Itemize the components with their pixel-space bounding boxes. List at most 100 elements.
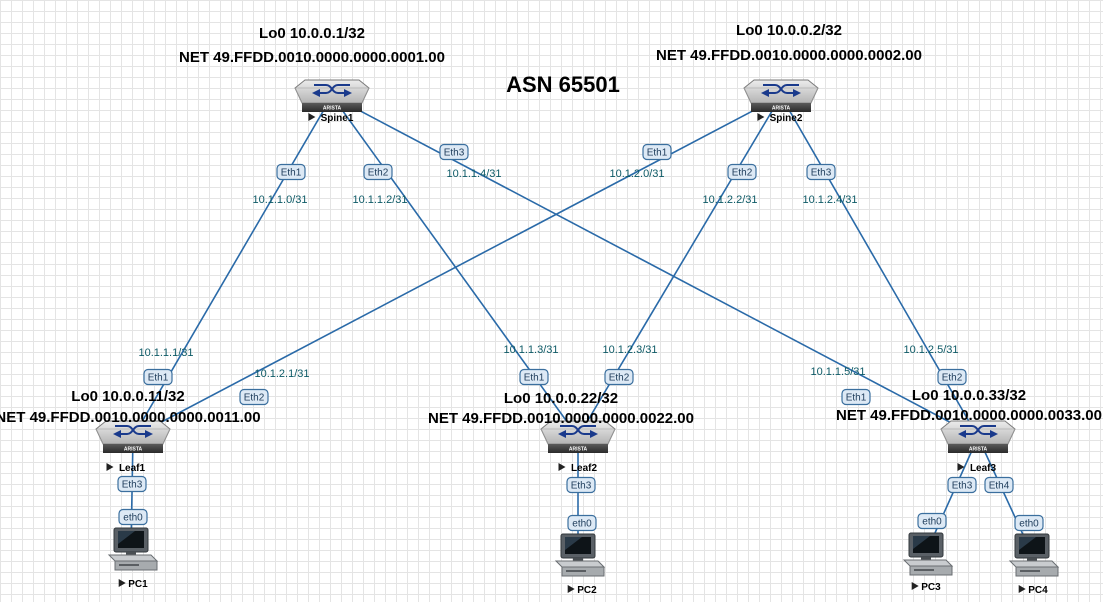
interface-badge	[642, 143, 672, 161]
leaf3-net-label: NET 49.FFDD.0010.0000.0000.0033.00	[836, 407, 1102, 424]
interface-badge	[937, 368, 967, 386]
interface-spine1-eth2[interactable]: Eth2	[363, 163, 393, 181]
pc-icon	[554, 533, 606, 577]
interface-name: Eth2	[368, 168, 389, 179]
interface-name: eth0	[1019, 519, 1039, 530]
spine2-loopback-label: Lo0 10.0.0.2/32	[736, 22, 842, 39]
interface-badge	[276, 163, 306, 181]
play-icon[interactable]	[757, 113, 765, 121]
interface-badge	[566, 476, 596, 494]
leaf1-loopback-label: Lo0 10.0.0.11/32	[71, 388, 184, 405]
interface-badge	[117, 475, 147, 493]
brand-label: ARISTA	[969, 447, 988, 453]
interface-badge	[519, 368, 549, 386]
switch-chassis	[294, 79, 370, 104]
play-icon[interactable]	[911, 582, 919, 590]
interface-leaf2-eth2[interactable]: Eth2	[604, 368, 634, 386]
brand-label: ARISTA	[124, 447, 143, 453]
interface-leaf3-eth1[interactable]: Eth1	[841, 388, 871, 406]
interface-leaf3-eth2[interactable]: Eth2	[937, 368, 967, 386]
pc1-name-label: PC1	[128, 579, 148, 590]
ip-label-leaf2-eth2: 10.1.2.3/31	[602, 344, 657, 356]
device-pc4[interactable]: PC4	[1008, 533, 1060, 596]
ip-label-leaf3-eth1: 10.1.1.5/31	[810, 366, 865, 378]
interface-name: Eth2	[732, 168, 753, 179]
interface-spine2-eth3[interactable]: Eth3	[806, 163, 836, 181]
interface-name: Eth1	[524, 373, 545, 384]
interface-leaf1-eth2[interactable]: Eth2	[239, 388, 269, 406]
device-pc3[interactable]: PC3	[902, 532, 954, 593]
device-pc1[interactable]: PC1	[107, 527, 159, 590]
switch-arrows-icon	[958, 425, 998, 438]
interface-name: eth0	[922, 517, 942, 528]
switch-base	[302, 103, 362, 112]
play-icon[interactable]	[308, 113, 316, 121]
interface-badge	[1014, 514, 1044, 532]
interface-leaf2-eth3[interactable]: Eth3	[566, 476, 596, 494]
interface-leaf1-eth1[interactable]: Eth1	[143, 368, 173, 386]
interface-pc4-eth0[interactable]: eth0	[1014, 514, 1044, 532]
interface-name: eth0	[123, 513, 143, 524]
play-icon[interactable]	[118, 579, 126, 587]
ip-label-leaf1-eth1: 10.1.1.1/31	[138, 347, 193, 359]
play-icon[interactable]	[106, 463, 114, 471]
link-spine1-leaf1[interactable]	[132, 95, 333, 438]
pc-icon	[107, 527, 159, 571]
switch-base	[751, 103, 811, 112]
interface-pc1-eth0[interactable]: eth0	[118, 508, 148, 526]
interface-badge	[239, 388, 269, 406]
interface-name: Eth3	[122, 480, 143, 491]
pc-icon	[1008, 533, 1060, 577]
brand-label: ARISTA	[569, 447, 588, 453]
interface-pc2-eth0[interactable]: eth0	[567, 514, 597, 532]
interface-badge	[118, 508, 148, 526]
switch-arrows-icon	[312, 84, 352, 97]
device-pc2[interactable]: PC2	[554, 533, 606, 596]
interface-spine2-eth1[interactable]: Eth1	[642, 143, 672, 161]
leaf1-name-label: Leaf1	[119, 463, 146, 474]
link-spine2-leaf1[interactable]	[132, 95, 782, 438]
play-icon[interactable]	[957, 463, 965, 471]
ip-label-spine1-eth1: 10.1.1.0/31	[252, 194, 307, 206]
interface-name: Eth1	[281, 168, 302, 179]
interface-spine2-eth2[interactable]: Eth2	[727, 163, 757, 181]
interface-badge	[604, 368, 634, 386]
play-icon[interactable]	[558, 463, 566, 471]
switch-chassis	[743, 79, 819, 104]
link-spine2-leaf2[interactable]	[577, 95, 782, 438]
interface-leaf2-eth1[interactable]: Eth1	[519, 368, 549, 386]
interface-name: Eth2	[942, 373, 963, 384]
interface-spine1-eth1[interactable]: Eth1	[276, 163, 306, 181]
interface-leaf3-eth3[interactable]: Eth3	[947, 476, 977, 494]
spine2-net-label: NET 49.FFDD.0010.0000.0000.0002.00	[656, 47, 922, 64]
asn-label: ASN 65501	[506, 72, 620, 97]
interface-badge	[727, 163, 757, 181]
interface-name: Eth3	[952, 481, 973, 492]
switch-base	[103, 444, 163, 453]
pc-icon	[902, 532, 954, 576]
interface-spine1-eth3[interactable]: Eth3	[439, 143, 469, 161]
interface-leaf1-eth3[interactable]: Eth3	[117, 475, 147, 493]
spine2-name-label: Spine2	[770, 113, 803, 124]
play-icon[interactable]	[567, 585, 575, 593]
interface-name: Eth4	[989, 481, 1010, 492]
switch-arrows-icon	[558, 425, 598, 438]
leaf2-name-label: Leaf2	[571, 463, 598, 474]
interface-name: Eth1	[647, 148, 668, 159]
switch-chassis	[940, 420, 1016, 445]
play-icon[interactable]	[1018, 585, 1026, 593]
ip-label-leaf2-eth1: 10.1.1.3/31	[503, 344, 558, 356]
ip-label-spine1-eth2: 10.1.1.2/31	[352, 194, 407, 206]
interface-badge	[143, 368, 173, 386]
interface-pc3-eth0[interactable]: eth0	[917, 512, 947, 530]
leaf2-net-label: NET 49.FFDD.0010.0000.0000.0022.00	[428, 410, 694, 427]
ip-label-leaf1-eth2: 10.1.2.1/31	[254, 368, 309, 380]
interface-leaf3-eth4[interactable]: Eth4	[984, 476, 1014, 494]
